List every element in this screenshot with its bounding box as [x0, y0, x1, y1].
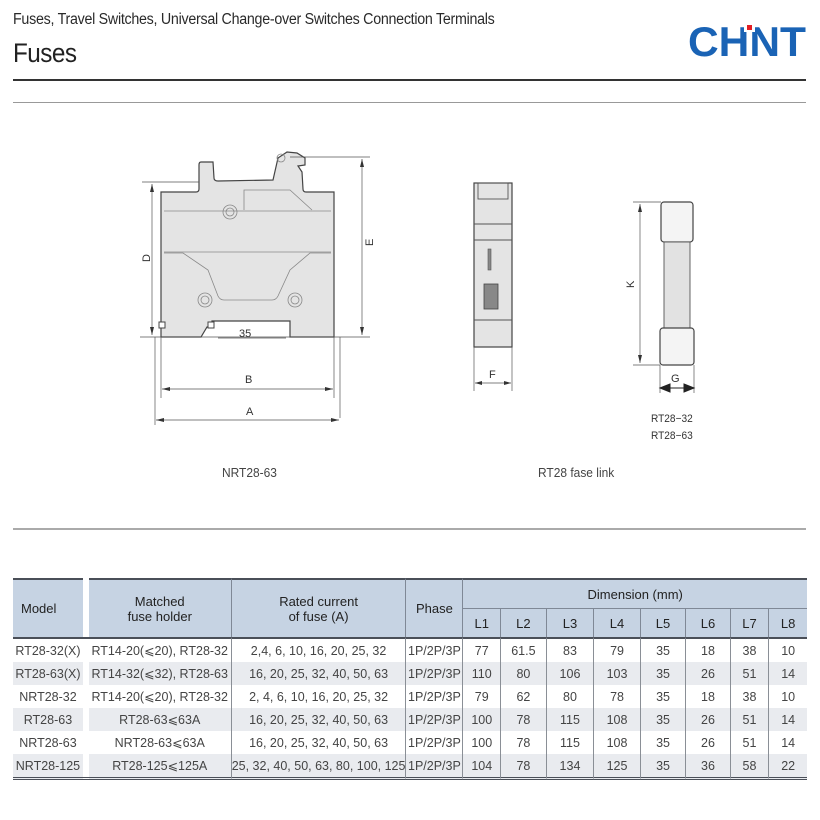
fuse-link-drawing: [659, 201, 695, 366]
fuse-model-rt28-63: RT28−63: [651, 430, 693, 442]
dim-F: F: [489, 369, 496, 381]
dim-A: A: [246, 406, 254, 418]
col-l4: L4: [594, 608, 641, 637]
dim-rail: 35: [239, 328, 251, 340]
section-rule: [13, 528, 806, 530]
dim-E: E: [364, 239, 376, 246]
dim-G: G: [671, 373, 680, 385]
col-l2: L2: [501, 608, 547, 637]
header-rule: [13, 79, 806, 81]
col-dimension: Dimension (mm): [463, 578, 807, 608]
fuse-carrier-drawing: [473, 182, 513, 348]
col-l8: L8: [769, 608, 807, 637]
col-model: Model: [13, 578, 83, 637]
col-phase: Phase: [406, 578, 464, 637]
col-l3: L3: [546, 608, 595, 637]
dimension-drawings: D E B A 35 F K G: [140, 151, 696, 425]
col-l6: L6: [686, 608, 731, 637]
fuse-model-rt28-32: RT28−32: [651, 413, 693, 425]
col-l5: L5: [640, 608, 687, 637]
page-title: Fuses: [13, 38, 77, 68]
section-supertitle: Fuses, Travel Switches, Universal Change…: [13, 11, 495, 28]
dim-B: B: [245, 374, 252, 386]
holder-caption: NRT28-63: [222, 465, 277, 480]
fuse-holder-drawing: [160, 151, 335, 338]
dim-K: K: [625, 280, 637, 288]
col-l1: L1: [463, 608, 502, 637]
col-l7: L7: [730, 608, 770, 637]
chnt-logo: CHNT: [688, 20, 806, 62]
dim-D: D: [141, 254, 153, 262]
header-subrule: [13, 102, 806, 103]
fuse-link-caption: RT28 fase link: [538, 465, 615, 480]
